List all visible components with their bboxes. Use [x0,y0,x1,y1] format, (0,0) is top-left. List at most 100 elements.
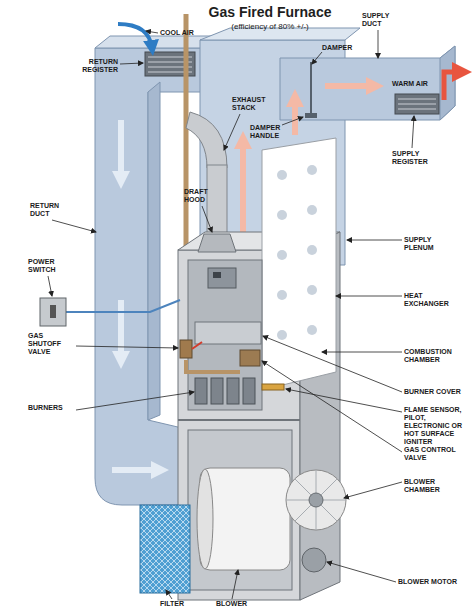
control-board [208,268,236,288]
leader-line [262,361,402,452]
blower-hub [309,493,323,507]
leader-line [336,296,402,297]
dimple [277,330,287,340]
exhaust-elbow [186,112,227,168]
part-label: DAMPER HANDLE [250,124,286,140]
part-label: SUPPLY REGISTER [392,150,448,166]
part-label: WARM AIR [392,80,442,88]
supply-register [395,94,439,114]
gas-line [186,360,240,372]
part-label: BURNER COVER [404,388,470,396]
part-label: EXHAUST STACK [232,96,278,112]
dimple [307,205,317,215]
part-label: GAS SHUTOFF VALVE [28,332,74,356]
burner-tube [227,378,239,404]
return-duct-side [148,82,160,420]
subtitle: (efficiency of 80% +/-) [190,22,350,31]
blower-compartment [188,430,292,590]
leader-line [146,31,158,33]
leader-line [282,117,303,125]
part-label: BLOWER CHAMBER [404,478,470,494]
part-label: RETURN DUCT [30,202,72,218]
gas-shutoff-valve [180,340,192,358]
part-label: COMBUSTION CHAMBER [404,348,470,364]
draft-hood [198,234,236,252]
cool-air-arrow [118,24,152,48]
burner-tube [195,378,207,404]
part-label: SUPPLY PLENUM [404,236,460,252]
part-label: BLOWER [216,600,260,608]
part-label: SUPPLY DUCT [362,12,402,28]
part-label: COOL AIR [160,29,210,37]
combustion-chamber [188,260,262,410]
diagram-title: Gas Fired Furnace [170,4,370,20]
dimple [277,210,287,220]
leader-line [312,52,322,64]
switch-toggle [50,305,56,318]
flame-sensor [262,384,284,390]
part-label: BLOWER MOTOR [398,578,464,586]
leader-line [412,116,414,148]
part-label: RETURN REGISTER [72,58,118,74]
leader-line [224,114,240,150]
burner-cover [195,322,261,344]
blower-end [197,469,213,569]
dimple [307,285,317,295]
dimple [277,290,287,300]
control-chip [213,272,221,278]
gas-control-valve [240,350,260,366]
blower-wheel-spokes [286,470,346,530]
dimple [307,325,317,335]
heat-exchanger-dimples [277,165,317,340]
leader-line [347,240,402,241]
power-wire [66,300,180,312]
leader-line [166,590,172,599]
warm-flow-arrow [292,98,298,135]
leader-lines [48,30,414,599]
dimple [307,245,317,255]
return-flow-arrow [118,120,124,180]
leader-line [120,63,143,64]
leader-line [76,346,178,348]
leader-line [286,389,402,412]
damper-handle [305,113,317,118]
damper-blade [310,62,312,114]
part-label: FILTER [160,600,200,608]
leader-line [232,570,238,599]
part-label: DAMPER [322,44,372,52]
part-label: HEAT EXCHANGER [404,292,464,308]
filter [140,505,190,593]
blower-chamber [286,470,346,530]
warm-flow-arrow [325,83,375,89]
part-label: POWER SWITCH [28,258,70,274]
leader-line [52,220,96,232]
leader-line [263,336,402,392]
leader-line [48,276,52,296]
valve-handle [192,342,202,349]
return-flow-arrow [118,300,124,360]
warm-air-arrow [444,72,462,100]
return-flow-arrow [112,467,160,473]
burner-tube [243,378,255,404]
part-label: DRAFT HOOD [184,188,220,204]
cabinet-divider [178,419,300,421]
register-slats [398,99,436,109]
blower-motor [302,548,326,572]
dimple [277,250,287,260]
dimple [277,170,287,180]
leader-line [76,392,194,410]
part-label: GAS CONTROL VALVE [404,446,472,462]
leader-line [327,562,396,582]
dimple [307,165,317,175]
leader-line [344,482,402,498]
burner-tube [211,378,223,404]
part-label: FLAME SENSOR, PILOT, ELECTRONIC OR HOT S… [404,406,472,446]
power-switch [40,298,66,326]
leader-line [202,206,212,232]
leader-line [378,30,379,58]
supply-duct [280,46,455,120]
part-label: BURNERS [28,404,74,412]
leader-line [322,352,402,353]
